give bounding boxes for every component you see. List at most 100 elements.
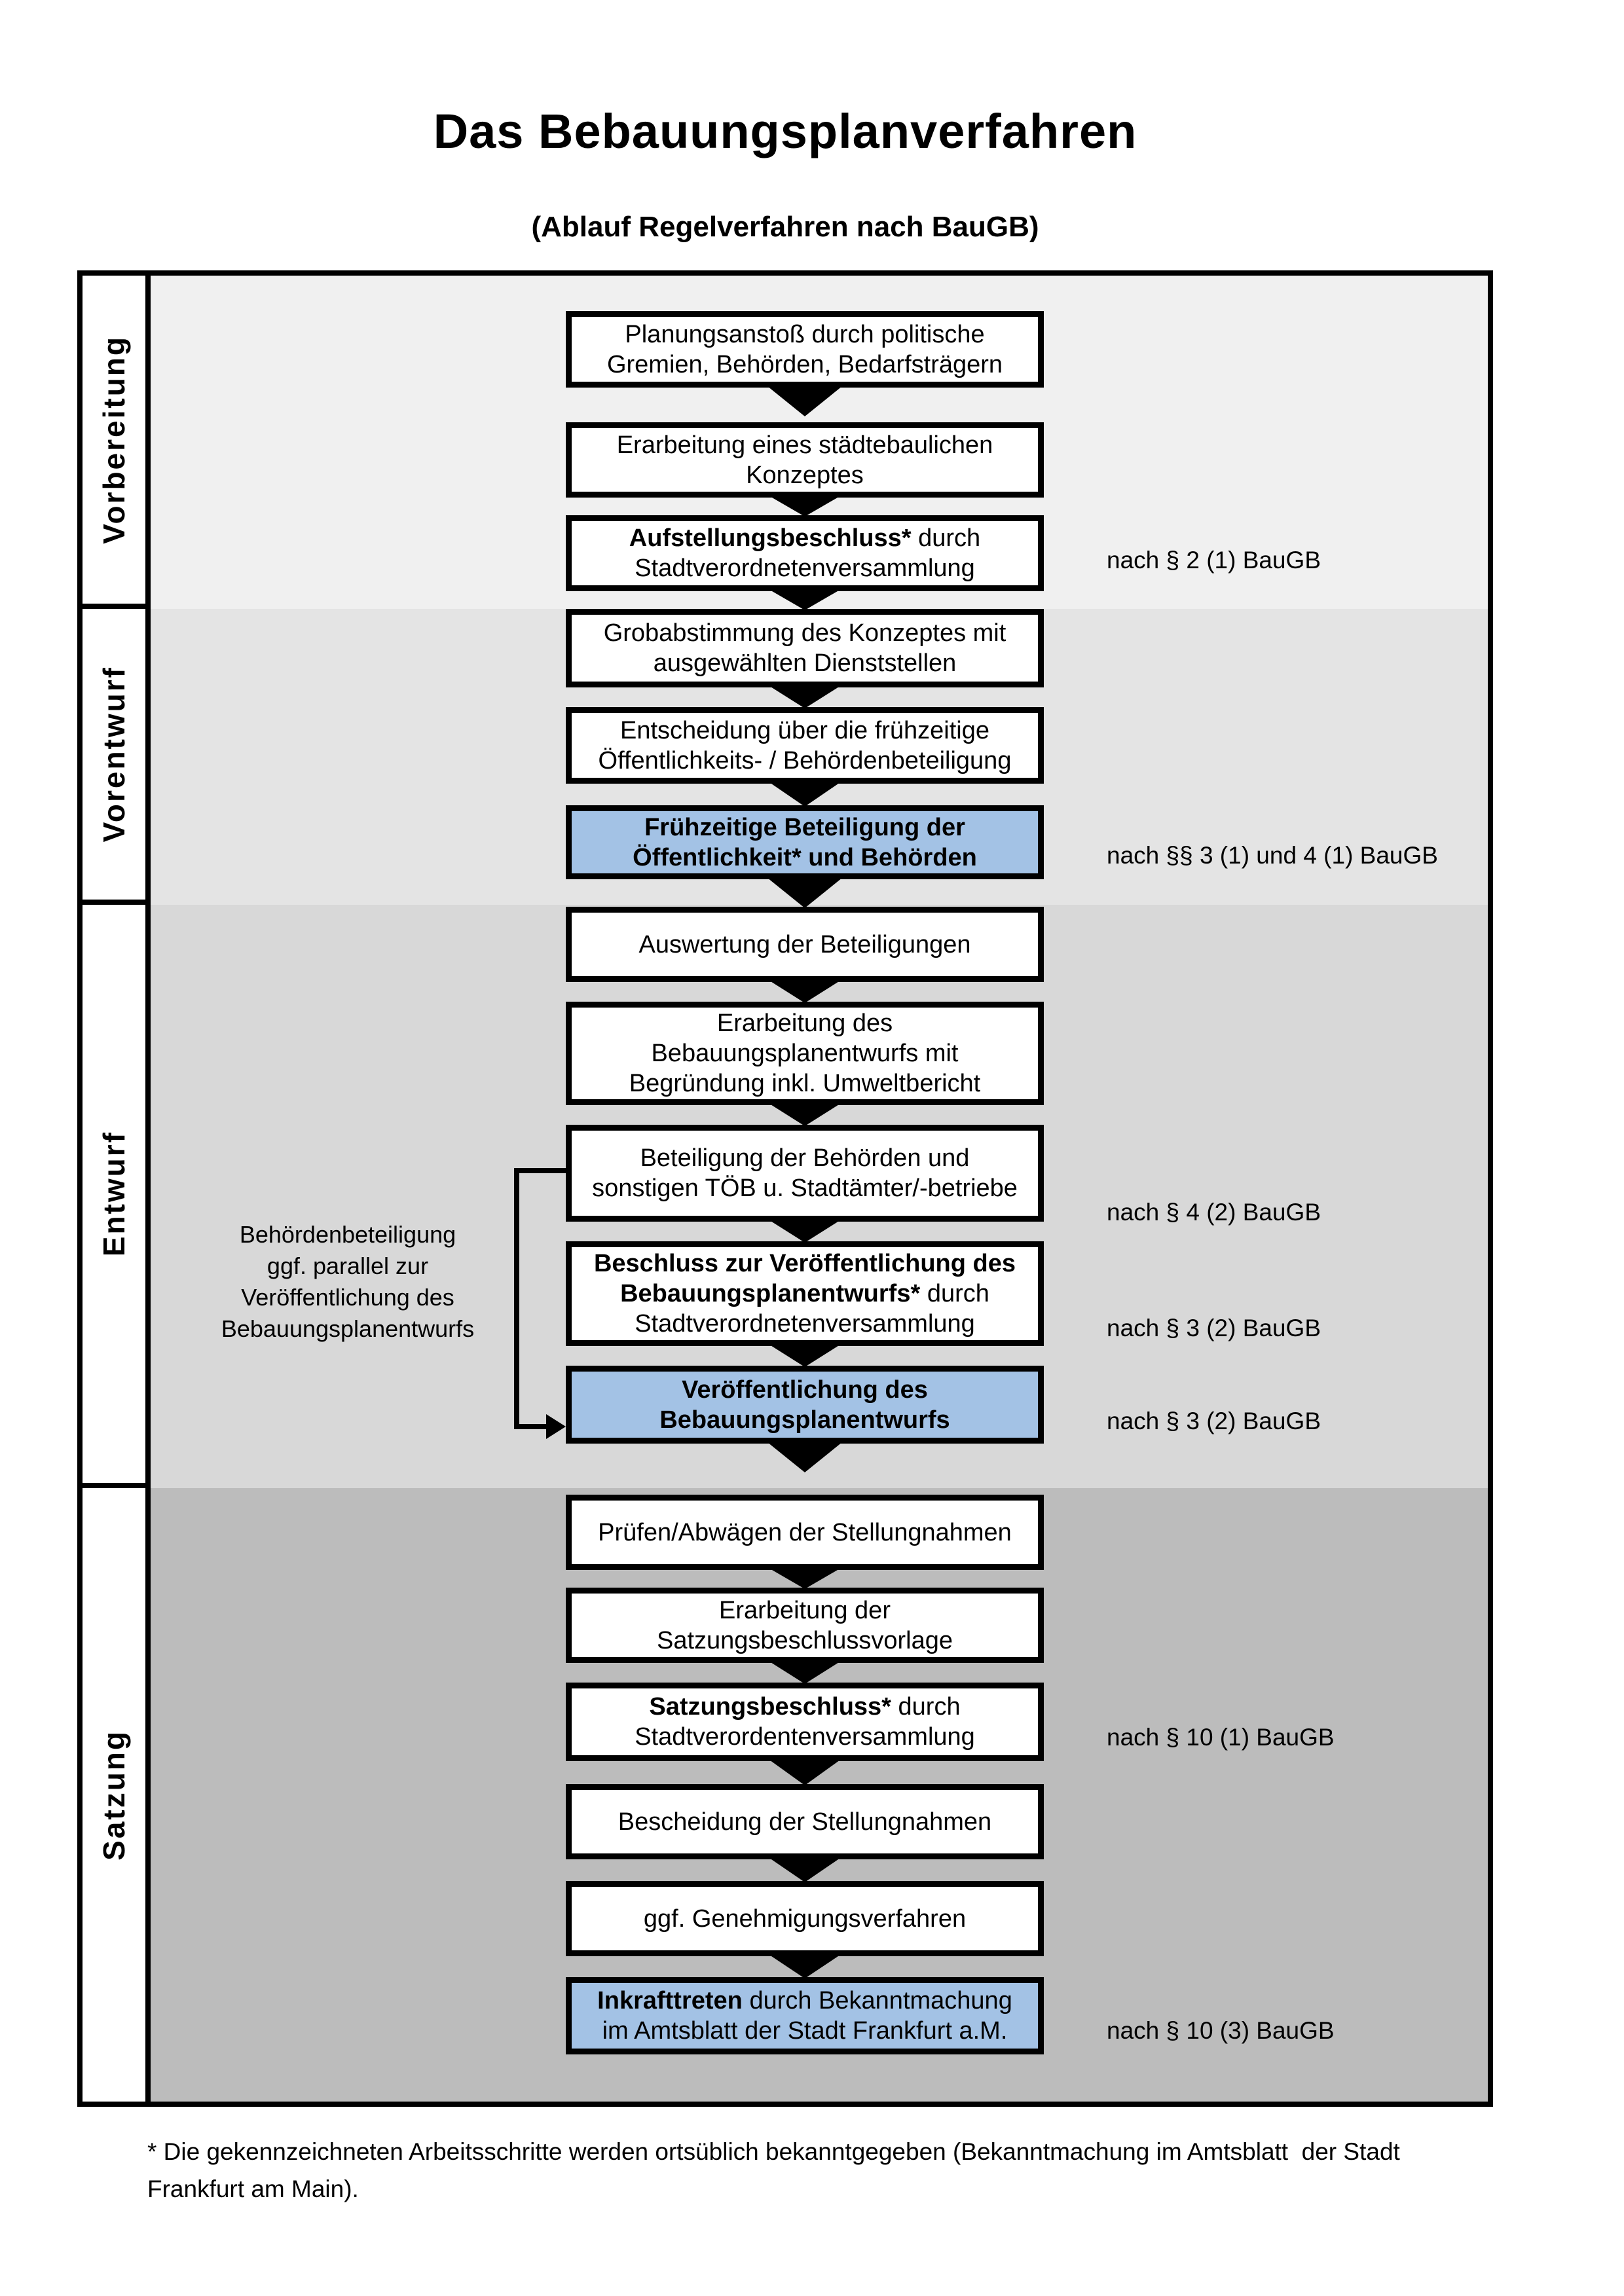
law-reference-note: nach § 3 (2) BauGB [1107, 1315, 1321, 1341]
arrow-down-icon [767, 1857, 842, 1882]
arrow-down-icon [767, 1219, 842, 1243]
flow-box-line: Inkrafttreten durch Bekanntmachung [597, 1986, 1012, 2016]
flow-box-text: Auswertung der Beteiligungen [638, 930, 971, 958]
side-note-line: ggf. parallel zur [267, 1252, 429, 1279]
flow-box-line: Grobabstimmung des Konzeptes mit [604, 618, 1006, 648]
flow-box-text: Bebauungsplanentwurfs* [620, 1280, 921, 1307]
flow-box-line: Beteiligung der Behörden und [640, 1143, 970, 1173]
connector-line-vertical [514, 1168, 519, 1429]
phase-label-vorentwurf: Vorentwurf [83, 609, 145, 905]
arrow-down-icon [767, 1660, 842, 1684]
arrow-down-icon [767, 495, 842, 517]
flow-box-line: ausgewählten Dienststellen [654, 648, 957, 678]
law-reference-note: nach § 2 (1) BauGB [1107, 547, 1321, 574]
flow-box-line: Auswertung der Beteiligungen [638, 930, 970, 960]
flow-box-text: Begründung inkl. Umweltbericht [629, 1070, 981, 1097]
flow-box-text: Satzungsbeschlussvorlage [656, 1626, 953, 1654]
flow-box-text: Bebauungsplanentwurfs mit [651, 1040, 959, 1067]
flow-box-line: Entscheidung über die frühzeitige [620, 716, 989, 746]
flow-box-line: Bescheidung der Stellungnahmen [618, 1807, 991, 1837]
flow-box-line: Veröffentlichung des [682, 1375, 928, 1405]
phase-label-text: Vorbereitung [97, 335, 131, 544]
flow-box-text: Öffentlichkeit* und Behörden [633, 843, 977, 871]
flow-box-line: im Amtsblatt der Stadt Frankfurt a.M. [602, 2016, 1008, 2046]
arrow-down-icon [767, 781, 842, 807]
flow-box-text: durch Bekanntmachung [742, 1987, 1012, 2014]
flow-box-text: Stadtverordnetenversammlung [635, 555, 975, 582]
flow-box-text: Entscheidung über die frühzeitige [619, 716, 990, 744]
flow-box-text: durch [911, 524, 981, 552]
flow-box-line: ggf. Genehmigungsverfahren [644, 1904, 966, 1934]
flow-box-line: Planungsanstoß durch politische [625, 319, 984, 350]
flow-box-line: Stadtverordentenversammlung [635, 1722, 975, 1752]
flow-box-line: Konzeptes [746, 460, 864, 490]
phase-label-entwurf: Entwurf [83, 905, 145, 1488]
flow-box-text: durch [920, 1280, 989, 1307]
phase-label-satzung: Satzung [83, 1488, 145, 2102]
flow-box-line: Stadtverordnetenversammlung [635, 553, 975, 583]
flow-box: Prüfen/Abwägen der Stellungnahmen [566, 1495, 1044, 1570]
flow-box: Auswertung der Beteiligungen [566, 907, 1044, 982]
flow-box-line: Erarbeitung des [717, 1008, 893, 1038]
flow-box-text: Erarbeitung eines städtebaulichen [616, 431, 993, 459]
connector-line-top [514, 1168, 566, 1173]
flow-box: ggf. Genehmigungsverfahren [566, 1881, 1044, 1956]
flow-box-line: Erarbeitung eines städtebaulichen [617, 430, 993, 460]
flow-box-text: Stadtverordnetenversammlung [635, 1310, 975, 1338]
flow-box-line: Stadtverordnetenversammlung [635, 1309, 975, 1339]
law-reference-note: nach § 10 (1) BauGB [1107, 1724, 1335, 1751]
flow-box-text: Satzungsbeschluss* [649, 1693, 891, 1721]
phase-label-text: Satzung [97, 1729, 131, 1861]
flow-box-line: Prüfen/Abwägen der Stellungnahmen [598, 1518, 1012, 1548]
footnote: * Die gekennzeichneten Arbeitsschritte w… [147, 2133, 1542, 2208]
phase-label-text: Vorentwurf [97, 666, 131, 843]
flow-box-text: Grobabstimmung des Konzeptes mit [603, 619, 1006, 647]
flow-box-text: Konzeptes [746, 461, 864, 489]
flow-box-text: Stadtverordentenversammlung [635, 1723, 975, 1751]
flow-box-line: Aufstellungsbeschluss* durch [629, 523, 980, 553]
flow-box-line: Bebauungsplanentwurfs* durch [620, 1279, 989, 1309]
law-reference-note: nach § 4 (2) BauGB [1107, 1199, 1321, 1226]
flow-box-text: Inkrafttreten [597, 1987, 743, 2014]
flow-box-text: Erarbeitung des [716, 1010, 893, 1037]
side-note-line: Veröffentlichung des [241, 1284, 454, 1311]
flow-box-line: Beschluss zur Veröffentlichung des [594, 1248, 1016, 1279]
flow-box-text: Beschluss zur Veröffentlichung des [593, 1250, 1016, 1277]
arrow-down-icon [767, 386, 842, 416]
flow-box-text: Bebauungsplanentwurfs [659, 1406, 950, 1434]
flow-box-text: Erarbeitung der [719, 1596, 891, 1624]
arrow-down-icon [767, 685, 842, 708]
law-reference-note: nach § 3 (2) BauGB [1107, 1408, 1321, 1434]
flow-box-text: Bescheidung der Stellungnahmen [618, 1808, 992, 1836]
page-subtitle: (Ablauf Regelverfahren nach BauGB) [531, 211, 1039, 243]
footnote-line-1: * Die gekennzeichneten Arbeitsschritte w… [147, 2138, 1400, 2165]
arrow-down-icon [767, 1442, 842, 1472]
flow-box-text: Frühzeitige Beteiligung der [644, 813, 965, 841]
flow-box-line: sonstigen TÖB u. Stadtämter/-betriebe [592, 1173, 1018, 1203]
flow-box-text: im Amtsblatt der Stadt Frankfurt a.M. [602, 2017, 1008, 2045]
arrow-down-icon [767, 1758, 842, 1785]
flow-box-text: durch [891, 1693, 961, 1721]
arrow-down-icon [767, 979, 842, 1003]
flow-box-text: Planungsanstoß durch politische [625, 320, 985, 348]
flow-box-text: sonstigen TÖB u. Stadtämter/-betriebe [592, 1175, 1018, 1202]
arrow-down-icon [767, 1567, 842, 1589]
flow-box-text: ggf. Genehmigungsverfahren [643, 1904, 967, 1933]
flow-box: Bescheidung der Stellungnahmen [566, 1784, 1044, 1859]
connector-line-bottom [514, 1424, 549, 1429]
